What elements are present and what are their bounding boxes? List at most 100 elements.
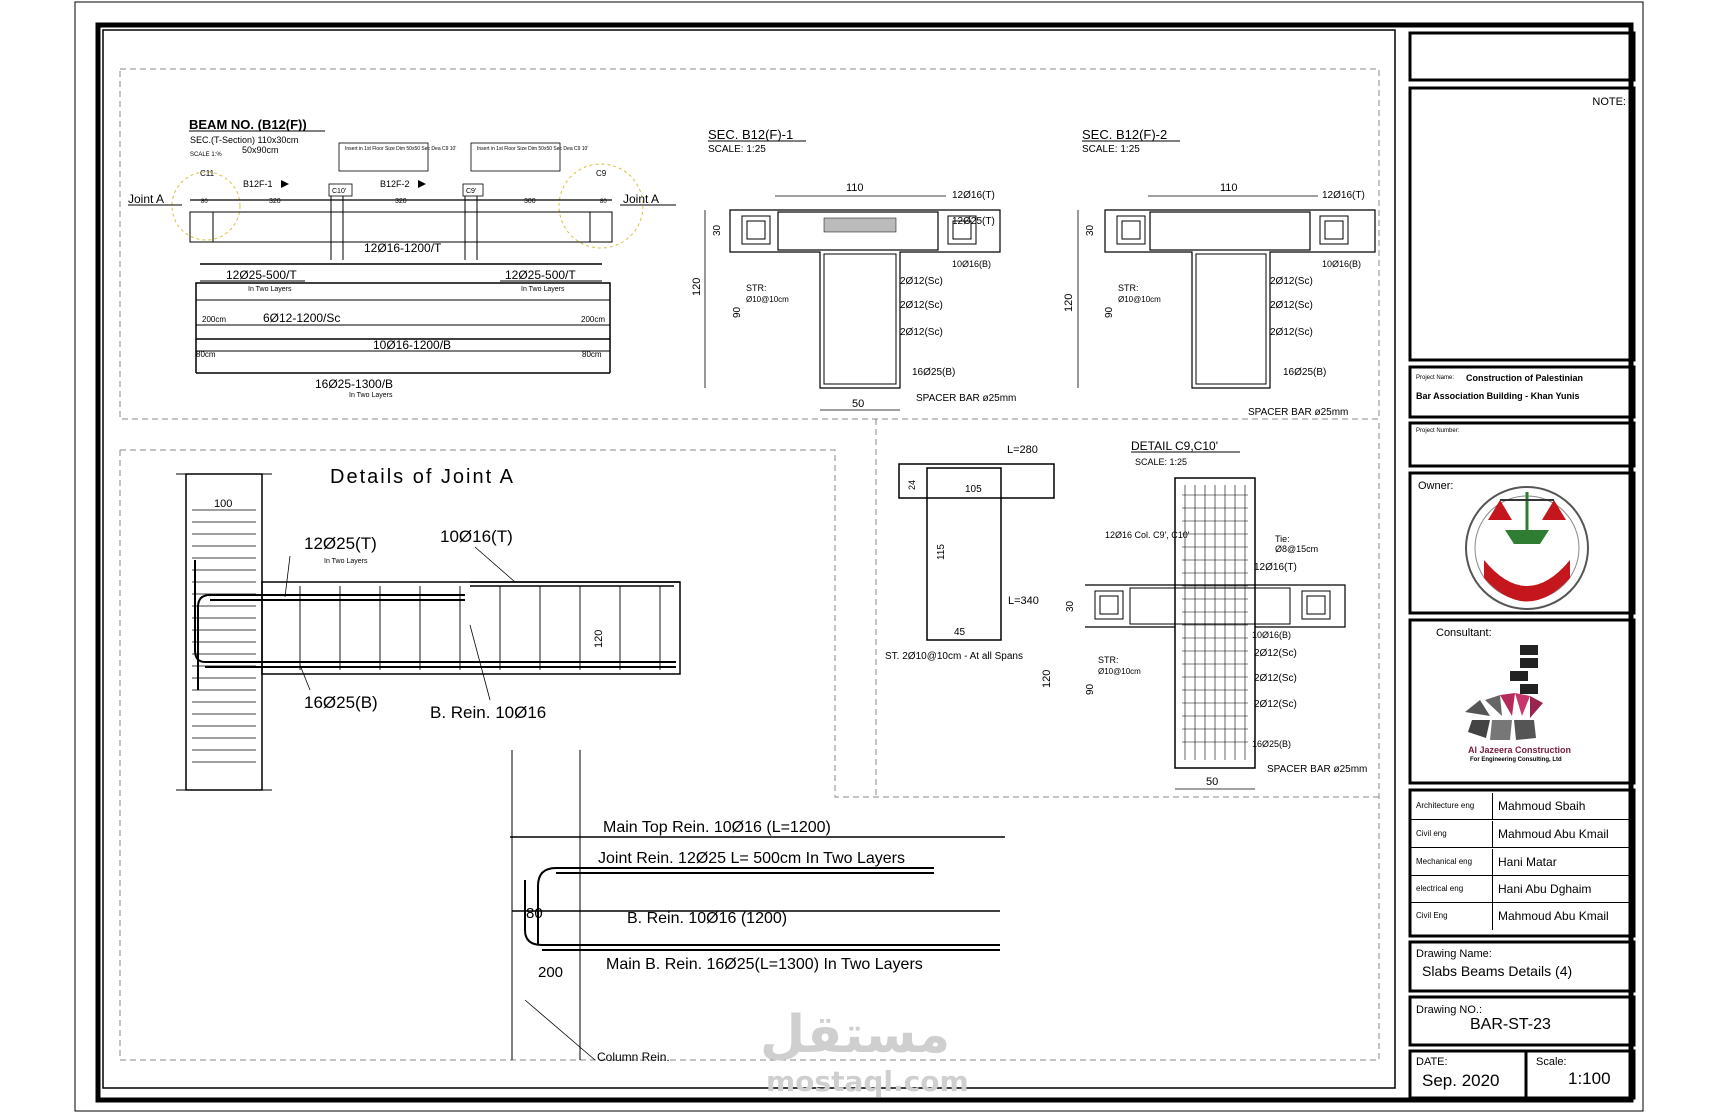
sec1-web-width: 50 [852,398,864,410]
project-name-label: Project Name: [1416,375,1455,381]
detail-c-scale: SCALE: 1:25 [1135,457,1187,467]
sec2-scale: SCALE: 1:25 [1082,144,1140,155]
scale-label: Scale: [1536,1056,1567,1068]
stirrup-d105: 105 [965,484,982,495]
bar-top-label: 12Ø16-1200/T [364,241,442,255]
joint-b-rein: B. Rein. 10Ø16 [430,703,546,722]
legend-d200: 200 [538,964,563,981]
drawing-no: BAR-ST-23 [1470,1016,1551,1033]
sec1-str-val: Ø10@10cm [746,295,789,304]
sec2-sc3: 2Ø12(Sc) [1270,327,1313,338]
sec1-h-web: 90 [732,306,743,318]
joint-d120: 120 [593,630,605,648]
sheet-outer-border [74,1,1644,1112]
sec1-h-flange: 30 [712,224,723,236]
column-grid [1182,485,1248,760]
sec1-sc1: 2Ø12(Sc) [900,276,943,287]
sec2-sc2: 2Ø12(Sc) [1270,300,1313,311]
c11-label: C11 [200,169,215,178]
bar-right-label: 12Ø25-500/T [505,268,576,282]
rebar-legend: Main Top Rein. 10Ø16 (L=1200) Joint Rein… [510,750,1005,1064]
detail-c-web-width: 50 [1206,776,1218,788]
span-right: 300 [524,198,536,205]
detail-c-h-total: 120 [1041,670,1053,688]
section-1: SEC. B12(F)-1 SCALE: 1:25 110 12Ø16(T) 1… [691,127,1016,411]
scale-value: 1:100 [1568,1069,1611,1088]
note-box: NOTE: [1410,88,1634,360]
stirrup-l1: L=280 [1007,444,1038,456]
two-layers-right: In Two Layers [521,286,565,293]
sec2-h-flange: 30 [1085,224,1096,236]
drawing-border [102,29,1396,1089]
sec2-bottom: 16Ø25(B) [1283,367,1326,378]
team-row: Civil Eng Mahmoud Abu Kmail [1410,903,1634,930]
legend-l1: Main Top Rein. 10Ø16 (L=1200) [603,819,831,836]
team-role: Mechanical eng [1416,857,1473,866]
detail-c-ties-val: Ø8@15cm [1275,544,1318,554]
joint-bot-main: 16Ø25(B) [304,693,378,712]
beam-title: BEAM NO. (B12(F)) [189,117,307,132]
detail-c-h-web: 90 [1085,683,1096,695]
dim-80-bottom-right: 80cm [582,350,602,359]
watermark-latin: mostaql.com [766,1065,969,1098]
date-box: DATE: Sep. 2020 [1410,1051,1526,1098]
joint-detail: Details of Joint A 100 12Ø25(T) In Two L… [176,466,681,791]
detail-c-bot: 10Ø16(B) [1252,630,1291,640]
dim-80-left: 80 [201,199,208,205]
sec2-str-val: Ø10@10cm [1118,295,1161,304]
team-role: electrical eng [1416,884,1464,893]
team-name: Mahmoud Abu Kmail [1498,827,1609,841]
sec2-str: STR: [1118,283,1139,293]
consultant-box: Consultant: Al Jazeera Construction For … [1410,620,1634,783]
date-value: Sep. 2020 [1422,1071,1500,1090]
stirrup-caption: ST. 2Ø10@10cm - At all Spans [885,651,1023,662]
legend-column: Column Rein. [597,1050,670,1064]
team-role: Civil Eng [1416,911,1448,920]
sec1-sc3: 2Ø12(Sc) [900,327,943,338]
consultant-label: Consultant: [1436,627,1492,639]
span-left: 320 [269,198,281,205]
bar-left-label: 12Ø25-500/T [226,268,297,282]
drawing-name: Slabs Beams Details (4) [1422,963,1573,979]
owner-logo [1465,486,1589,610]
c9b-label: C9' [466,188,476,195]
team-name: Hani Abu Dghaim [1498,882,1592,896]
detail-c-top: 12Ø16(T) [1254,562,1297,573]
sheet-border [95,22,1634,1103]
dim-200-right: 200cm [581,315,605,324]
team-row: Mechanical eng Hani Matar [1410,849,1634,876]
joint-title: Details of Joint A [330,466,515,488]
joint-d100: 100 [214,498,232,510]
team-name: Mahmoud Sbaih [1498,799,1586,813]
scale-box: Scale: 1:100 [1526,1051,1634,1098]
consultant-logo [1465,645,1543,740]
joint-top-main: 10Ø16(T) [440,527,513,546]
column-note-1: Insert in 1st Floor Size Dim 50x50 Sec D… [345,146,456,152]
consultant-name: Al Jazeera Construction [1468,745,1572,755]
project-name-line2: Bar Association Building - Khan Yunis [1416,391,1580,401]
legend-l3: B. Rein. 10Ø16 (1200) [627,910,787,927]
project-number-label: Project Number: [1416,428,1460,434]
span-mid: 320 [395,198,407,205]
title-block-frames [1408,31,1636,1100]
detail-c-ties: Tie: [1275,534,1290,544]
dim-80-right: 80 [600,199,607,205]
bar-mid-label: 6Ø12-1200/Sc [263,311,340,325]
sec2-width: 110 [1220,182,1238,194]
legend-d80: 80 [526,905,543,922]
stirrup-l2: L=340 [1008,595,1039,607]
project-number-box: Project Number: [1410,423,1634,466]
joint-right-label: Joint A [623,192,659,206]
drawing-name-label: Drawing Name: [1416,948,1492,960]
beam-elevation: BEAM NO. (B12(F)) SEC.(T-Section) 110x30… [128,117,676,399]
stirrup-d45: 45 [954,627,966,638]
section-2: SEC. B12(F)-2 SCALE: 1:25 110 12Ø16(T) 1… [1063,127,1376,418]
sec1-bot-flange: 10Ø16(B) [952,259,991,269]
sec2-spacer: SPACER BAR ø25mm [1248,407,1348,418]
sec1-str: STR: [746,283,767,293]
detail-c-sc3: 2Ø12(Sc) [1254,699,1297,710]
owner-label: Owner: [1418,480,1454,492]
detail-c-h-flange: 30 [1065,600,1076,612]
detail-c-title: DETAIL C9,C10' [1131,439,1218,453]
